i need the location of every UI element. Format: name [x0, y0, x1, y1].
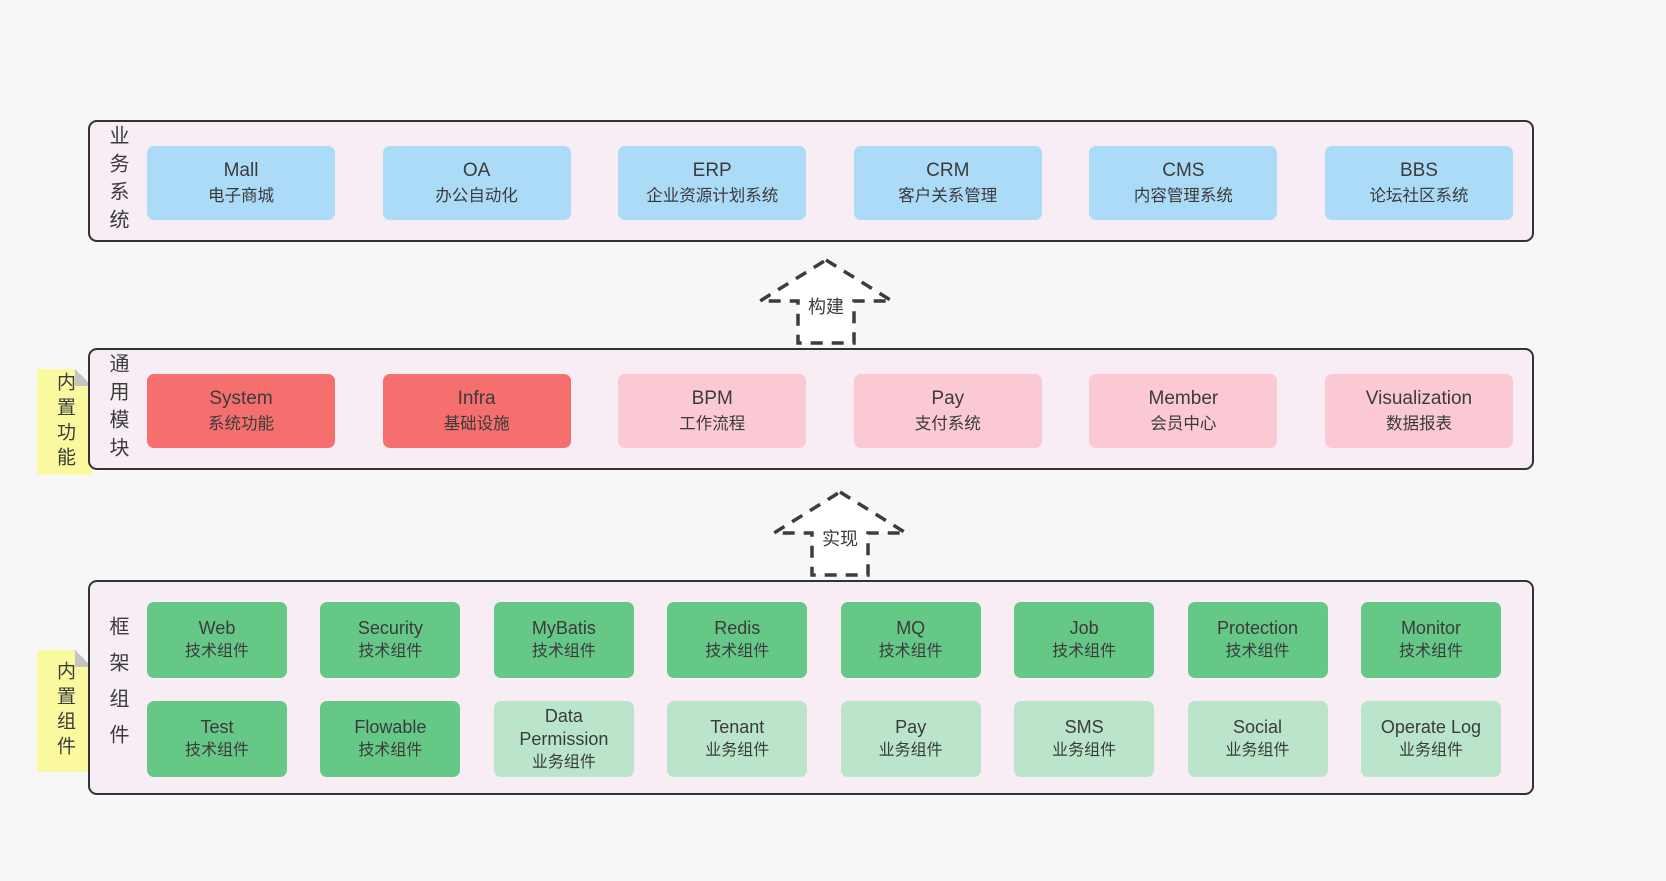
business-systems-label: 业务系统	[106, 125, 128, 237]
framework-row-1: Web 技术组件 Security 技术组件 MyBatis 技术组件 Redi…	[147, 602, 1501, 678]
business-systems-panel: 业务系统 Mall 电子商城 OA 办公自动化 ERP 企业资源计划系统 CRM…	[88, 120, 1534, 242]
box-data-permission: Data Permission 业务组件	[493, 701, 634, 777]
folded-corner-icon	[75, 369, 92, 386]
box-mybatis: MyBatis 技术组件	[493, 602, 634, 678]
box-pay-component: Pay 业务组件	[840, 701, 981, 777]
box-web: Web 技术组件	[147, 602, 287, 678]
box-sms: SMS 业务组件	[1014, 701, 1155, 777]
framework-components-panel: 框架组件 Web 技术组件 Security 技术组件 MyBatis 技术组件…	[88, 580, 1534, 795]
box-social: Social 业务组件	[1187, 701, 1328, 777]
framework-row-2: Test 技术组件 Flowable 技术组件 Data Permission …	[147, 701, 1501, 777]
box-bbs: BBS 论坛社区系统	[1324, 146, 1513, 220]
box-test: Test 技术组件	[147, 701, 287, 777]
sticky-note-label: 内置功能	[54, 372, 75, 472]
box-mq: MQ 技术组件	[840, 602, 981, 678]
box-cms: CMS 内容管理系统	[1089, 146, 1278, 220]
box-crm: CRM 客户关系管理	[853, 146, 1042, 220]
box-tenant: Tenant 业务组件	[667, 701, 808, 777]
build-arrow-icon: 构建	[756, 256, 896, 347]
box-mall: Mall 电子商城	[147, 146, 335, 220]
box-flowable: Flowable 技术组件	[320, 701, 461, 777]
build-arrow-label: 构建	[804, 292, 848, 320]
business-systems-row: Mall 电子商城 OA 办公自动化 ERP 企业资源计划系统 CRM 客户关系…	[147, 146, 1513, 220]
common-modules-row: System 系统功能 Infra 基础设施 BPM 工作流程 Pay 支付系统…	[147, 374, 1513, 448]
box-oa: OA 办公自动化	[382, 146, 571, 220]
framework-components-label: 框架组件	[106, 615, 128, 760]
box-protection: Protection 技术组件	[1187, 602, 1328, 678]
box-visualization: Visualization 数据报表	[1324, 374, 1513, 448]
box-security: Security 技术组件	[320, 602, 461, 678]
sticky-note-label: 内置组件	[54, 661, 75, 761]
box-pay-module: Pay 支付系统	[853, 374, 1042, 448]
sticky-note-built-in-features: 内置功能	[37, 369, 92, 475]
box-erp: ERP 企业资源计划系统	[618, 146, 807, 220]
box-bpm: BPM 工作流程	[618, 374, 807, 448]
box-monitor: Monitor 技术组件	[1360, 602, 1501, 678]
box-infra: Infra 基础设施	[382, 374, 571, 448]
common-modules-panel: 通用模块 System 系统功能 Infra 基础设施 BPM 工作流程 Pay…	[88, 348, 1534, 470]
folded-corner-icon	[75, 650, 92, 667]
box-system: System 系统功能	[147, 374, 335, 448]
box-member: Member 会员中心	[1089, 374, 1278, 448]
implement-arrow-label: 实现	[818, 524, 862, 552]
implement-arrow-icon: 实现	[770, 488, 910, 579]
sticky-note-built-in-components: 内置组件	[37, 650, 92, 772]
box-redis: Redis 技术组件	[667, 602, 808, 678]
box-operate-log: Operate Log 业务组件	[1360, 701, 1501, 777]
box-job: Job 技术组件	[1014, 602, 1155, 678]
common-modules-label: 通用模块	[106, 353, 128, 465]
